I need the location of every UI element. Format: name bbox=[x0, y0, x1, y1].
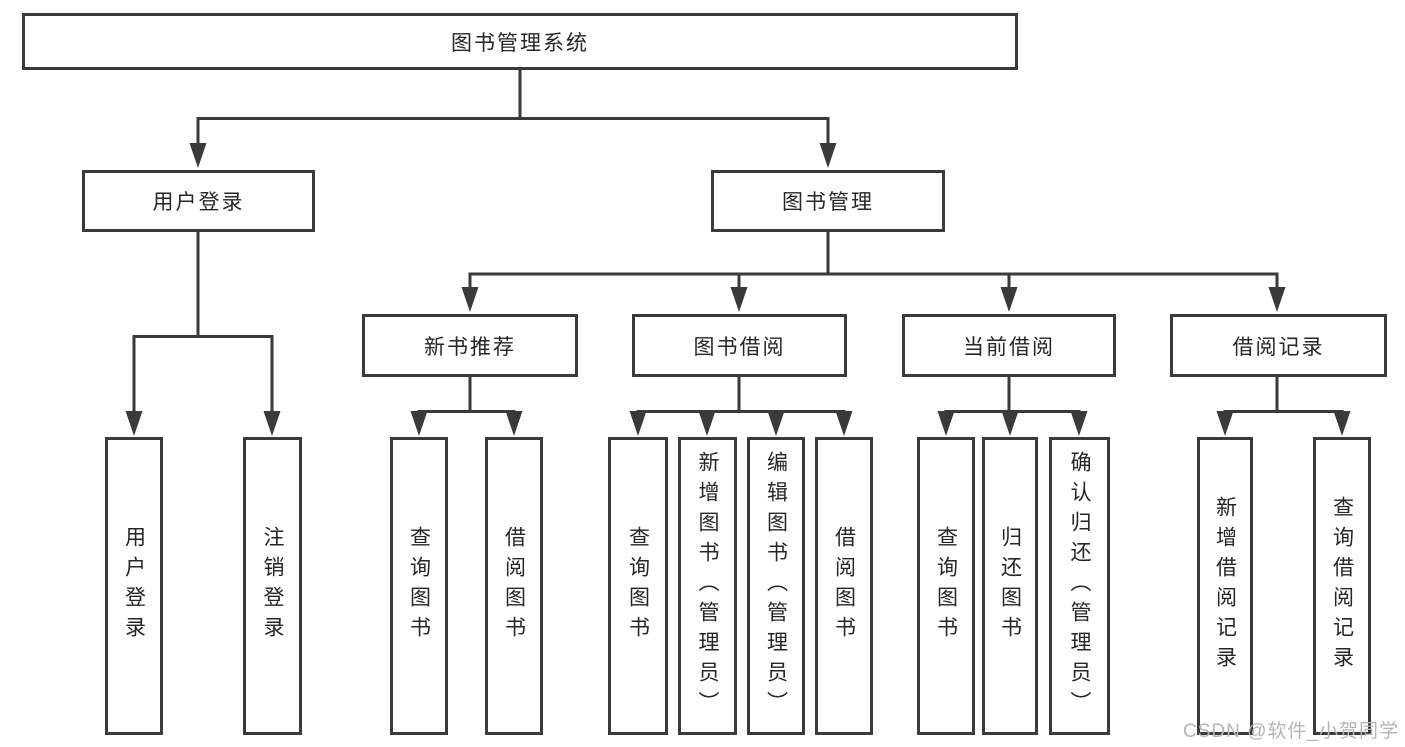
leaf-borrowing-add-books-admin: 新增图书（管理员） bbox=[678, 437, 737, 735]
connector-user-login-to-leaves bbox=[132, 232, 274, 413]
leaf-current-query-books: 查询图书 bbox=[917, 437, 975, 735]
connector-book-management-to-level3 bbox=[468, 232, 1279, 290]
leaf-borrowing-query-books: 查询图书 bbox=[608, 437, 668, 735]
leaf-logout: 注销登录 bbox=[243, 437, 302, 735]
leaf-newbooks-query-books: 查询图书 bbox=[390, 437, 448, 735]
leaf-borrowing-borrow-books: 借阅图书 bbox=[815, 437, 873, 735]
leaf-records-add-record-label: 新增借阅记录 bbox=[1213, 496, 1237, 676]
connector-borrowing-records-to-leaves bbox=[1223, 377, 1344, 413]
watermark: CSDN @软件_小贺同学 bbox=[1183, 721, 1399, 742]
arrowhead bbox=[767, 411, 785, 436]
arrowhead bbox=[1216, 411, 1234, 436]
node-root: 图书管理系统 bbox=[22, 13, 1018, 70]
connector-current-borrowing-to-leaves bbox=[944, 377, 1081, 413]
node-new-book-recommendation: 新书推荐 bbox=[362, 314, 578, 377]
leaf-newbooks-borrow-books-label: 借阅图书 bbox=[502, 526, 526, 646]
leaf-user-login-label: 用户登录 bbox=[122, 526, 146, 646]
arrowhead bbox=[819, 143, 837, 168]
arrowhead bbox=[835, 411, 853, 436]
node-borrowing-records: 借阅记录 bbox=[1170, 314, 1387, 377]
leaf-borrowing-query-books-label: 查询图书 bbox=[626, 526, 650, 646]
arrowhead bbox=[125, 411, 143, 436]
node-book-borrowing: 图书借阅 bbox=[632, 314, 847, 377]
arrowhead bbox=[1268, 287, 1286, 312]
arrowhead bbox=[189, 143, 207, 168]
leaf-current-confirm-return-admin-label: 确认归还（管理员） bbox=[1068, 451, 1091, 721]
arrowhead bbox=[937, 411, 955, 436]
node-current-borrowing: 当前借阅 bbox=[902, 314, 1116, 377]
arrowhead bbox=[698, 411, 716, 436]
arrowhead bbox=[1000, 287, 1018, 312]
leaf-current-return-books-label: 归还图书 bbox=[998, 526, 1022, 646]
leaf-borrowing-add-books-admin-label: 新增图书（管理员） bbox=[696, 451, 719, 721]
arrowhead bbox=[1333, 411, 1351, 436]
node-user-login: 用户登录 bbox=[82, 170, 315, 232]
arrowhead bbox=[730, 287, 748, 312]
arrowhead bbox=[410, 411, 428, 436]
leaf-logout-label: 注销登录 bbox=[261, 526, 284, 646]
arrowhead bbox=[1070, 411, 1088, 436]
arrowhead bbox=[629, 411, 647, 436]
node-root-label: 图书管理系统 bbox=[451, 31, 589, 55]
leaf-current-confirm-return-admin: 确认归还（管理员） bbox=[1049, 437, 1110, 735]
leaf-newbooks-borrow-books: 借阅图书 bbox=[485, 437, 543, 735]
connector-book-borrowing-to-leaves bbox=[636, 377, 846, 413]
node-borrowing-records-label: 借阅记录 bbox=[1232, 335, 1325, 359]
leaf-user-login: 用户登录 bbox=[105, 437, 163, 735]
arrowhead bbox=[461, 287, 479, 312]
leaf-newbooks-query-books-label: 查询图书 bbox=[407, 526, 431, 646]
arrowhead bbox=[263, 411, 281, 436]
leaf-borrowing-borrow-books-label: 借阅图书 bbox=[832, 526, 856, 646]
node-new-book-recommendation-label: 新书推荐 bbox=[424, 335, 516, 359]
connector-new-book-recommendation-to-leaves bbox=[417, 377, 516, 413]
node-book-management-label: 图书管理 bbox=[782, 191, 874, 214]
leaf-records-query-record: 查询借阅记录 bbox=[1313, 437, 1371, 735]
leaf-records-query-record-label: 查询借阅记录 bbox=[1330, 496, 1354, 676]
arrowhead bbox=[1001, 411, 1019, 436]
leaf-current-query-books-label: 查询图书 bbox=[934, 526, 958, 646]
node-current-borrowing-label: 当前借阅 bbox=[963, 335, 1055, 359]
leaf-current-return-books: 归还图书 bbox=[982, 437, 1038, 735]
node-user-login-label: 用户登录 bbox=[152, 191, 245, 214]
node-book-management: 图书管理 bbox=[711, 170, 945, 232]
node-book-borrowing-label: 图书借阅 bbox=[693, 335, 786, 359]
leaf-borrowing-edit-books-admin: 编辑图书（管理员） bbox=[747, 437, 805, 735]
connector-root-to-level2 bbox=[196, 70, 830, 146]
leaf-records-add-record: 新增借阅记录 bbox=[1197, 437, 1253, 735]
arrowhead bbox=[505, 411, 523, 436]
leaf-borrowing-edit-books-admin-label: 编辑图书（管理员） bbox=[764, 451, 788, 721]
